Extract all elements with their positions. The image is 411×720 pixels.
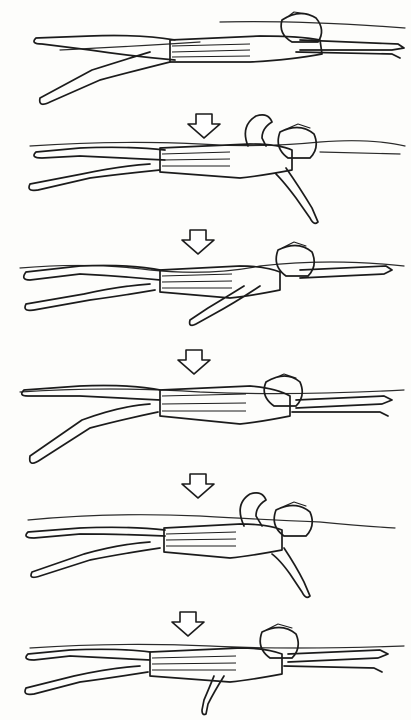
swimmer-arm-forward-6b [284,666,382,672]
swimmer-arm-pull-5 [272,548,310,597]
water-line-1 [220,22,405,28]
down-arrow-5 [172,612,204,636]
swimmer-legs-6 [26,649,150,660]
swimmer-arm-recovery-5 [240,493,266,526]
swimmer-arm-forward-4b [292,412,388,416]
swimmer-leg-lower-5 [31,542,160,577]
suit-stripe-6b [152,663,236,664]
swimmer-frame-5 [26,493,395,597]
swimmer-arm-forward-4 [296,396,392,408]
swimmer-frame-4 [20,374,404,463]
swimmer-arm-pull-2 [276,168,318,223]
swimmer-leg-lower-2 [29,164,160,190]
swimmer-leg-lower-1 [40,52,170,104]
swimmer-torso-5 [164,524,282,558]
water-line-6 [30,644,404,648]
water-line-4 [20,389,404,394]
down-arrow-4 [182,474,214,498]
swimmer-arm-down-3 [190,286,260,325]
suit-stripe-4a [162,394,246,396]
wake-line-2 [320,152,400,154]
suit-stripe-1a [172,44,250,46]
swimmer-arm-down-6 [202,676,224,715]
suit-stripe-6a [152,656,236,658]
down-arrow-1 [188,114,220,138]
suit-stripe-3a [162,274,232,276]
swim-cap-strap-4 [270,374,296,380]
suit-stripe-1c [172,56,250,57]
swimmer-frame-6 [25,624,404,715]
suit-stripe-2a [162,152,230,154]
suit-stripe-3b [162,281,232,282]
swimmer-leg-lower-3 [25,284,155,310]
suit-stripe-5a [166,532,236,534]
swimmer-frame-2 [29,115,405,223]
swimmer-torso-4 [160,386,290,424]
swimmer-leg-lower-6 [25,666,148,694]
swimmer-legs-3 [24,266,160,281]
swimmer-frame-3 [20,242,404,325]
down-arrow-3 [178,350,210,374]
swimmer-legs-5 [26,527,165,538]
swimmer-leg-lower-4 [30,404,158,463]
suit-stripe-5b [166,539,236,540]
suit-stripe-2b [162,159,230,160]
suit-stripe-1b [172,50,250,52]
swimmer-legs-2 [34,147,165,160]
down-arrow-2 [182,230,214,254]
swimmer-arm-recovery-2 [245,115,272,146]
swimmer-arm-forward-6 [288,650,388,662]
suit-stripe-4b [162,403,246,404]
swimmer-head-3 [276,245,314,276]
swimmer-legs-4 [22,386,160,401]
swimmer-torso-6 [150,648,282,682]
swimmer-torso-2 [160,144,292,178]
swimmer-frame-1 [34,12,405,104]
